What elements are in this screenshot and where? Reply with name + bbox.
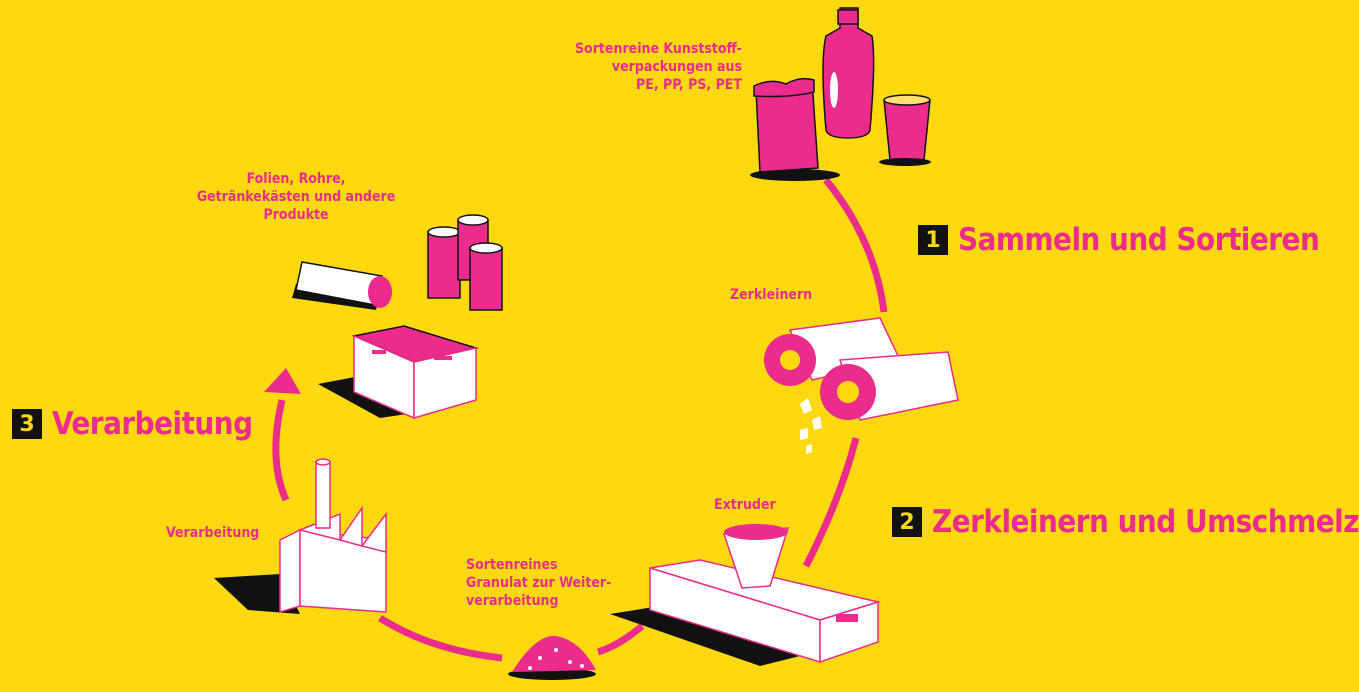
granulate-label: Sortenreines Granulat zur Weiter- verarb… (466, 557, 612, 609)
step-2-title: Zerkleinern und Umschmelzen (932, 504, 1359, 540)
shredding-label: Zerkleinern (730, 287, 813, 303)
products-icon (292, 214, 503, 420)
arc-extruder-to-granulate (596, 623, 645, 656)
factory-icon (214, 458, 387, 614)
step-2-number: 2 (892, 507, 922, 537)
arc-granulate-to-factory (378, 615, 503, 662)
extruder-label: Extruder (714, 497, 776, 513)
arc-factory-to-products (272, 399, 290, 502)
shredder-icon (764, 317, 959, 454)
arrow-head-icon (264, 368, 301, 394)
extruder-icon (610, 524, 881, 666)
step-1-number: 1 (918, 225, 948, 255)
cycle-arrows (272, 177, 888, 662)
step-3-number: 3 (12, 409, 42, 439)
step-3-heading: 3 Verarbeitung (12, 406, 253, 442)
step-1-heading: 1 Sammeln und Sortieren (918, 222, 1320, 258)
processing-label: Verarbeitung (166, 525, 260, 541)
step-1-title: Sammeln und Sortieren (958, 222, 1320, 258)
arc-collect-to-shred (823, 177, 888, 313)
granulate-pile-icon (508, 635, 596, 680)
step-3-title: Verarbeitung (52, 406, 253, 442)
products-label: Folien, Rohre, Getränkekästen und andere… (196, 171, 396, 223)
plastic-packaging-icon (750, 7, 931, 181)
packaging-label: Sortenreine Kunststoff- verpackungen aus… (574, 41, 742, 93)
step-2-heading: 2 Zerkleinern und Umschmelzen (892, 504, 1359, 540)
arc-shred-to-extruder (802, 437, 860, 568)
